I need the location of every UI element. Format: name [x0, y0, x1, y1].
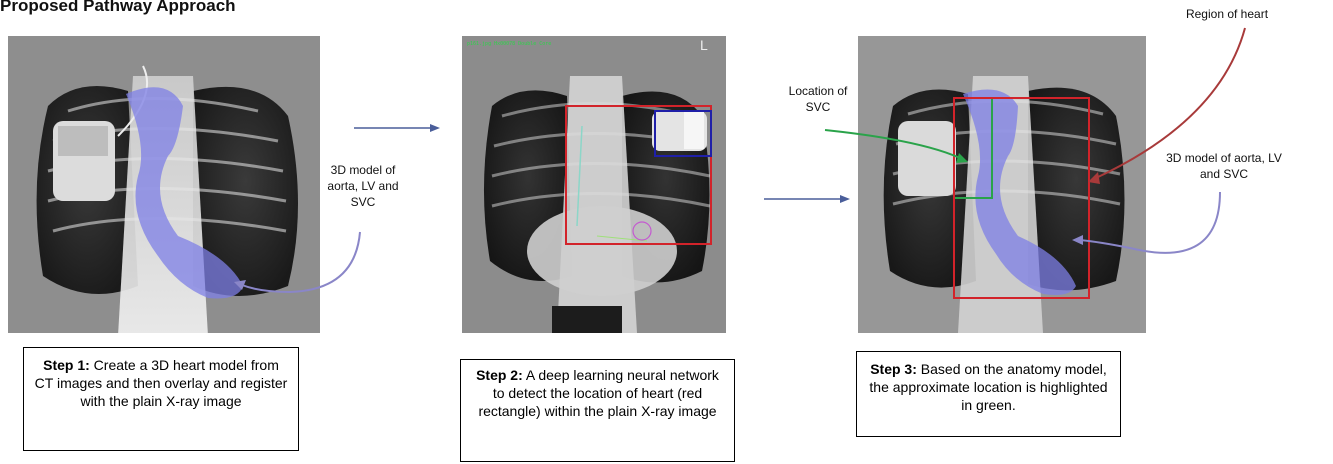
annotation-3d-model: 3D model of aorta, LV and SVC [326, 162, 400, 210]
page-title: Proposed Pathway Approach [0, 0, 236, 16]
overlay-header-text: p161.jpg Hx00078 Double Core [467, 41, 551, 47]
flow-arrow-1 [352, 121, 442, 135]
xray-image-step2: p161.jpg Hx00078 Double Core L [462, 36, 726, 333]
caption-step1: Step 1: Create a 3D heart model from CT … [23, 347, 299, 451]
caption-step3: Step 3: Based on the anatomy model, the … [856, 351, 1121, 437]
caption-step2: Step 2: A deep learning neural network t… [460, 359, 735, 462]
arrows-panel3 [800, 0, 1333, 300]
overlay-orientation-L: L [700, 37, 708, 53]
curved-arrow-model [230, 220, 380, 300]
